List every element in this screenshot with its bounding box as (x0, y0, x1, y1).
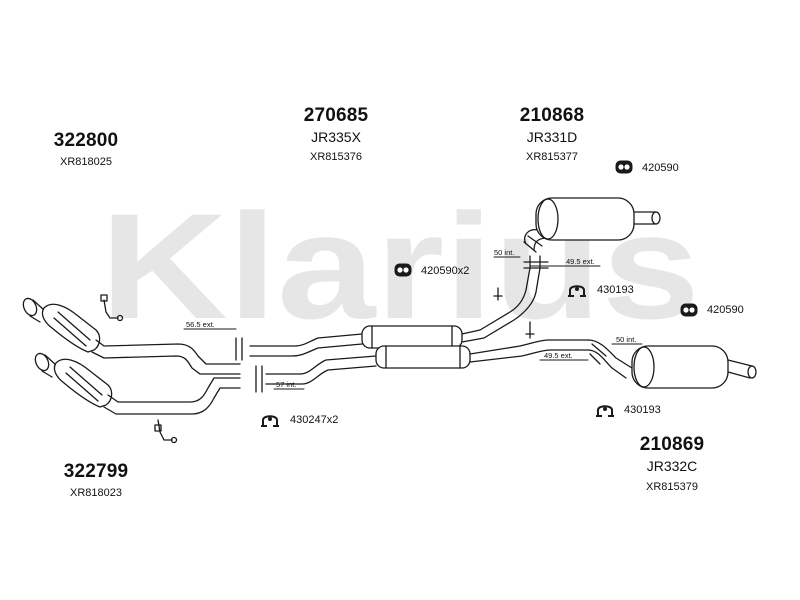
part-number-322799: 322799 (63, 461, 129, 482)
dimension-label-56-5-ext: 56.5 ext. (186, 320, 215, 329)
accessory-label-420590x2: 420590x2 (421, 265, 470, 277)
part-ref-270685: XR815376 (310, 151, 362, 163)
clamp-icon (261, 415, 279, 427)
part-ref-322800: XR818025 (60, 156, 112, 168)
part-ref-322799: XR818023 (70, 487, 122, 499)
clamp-icon (596, 405, 614, 417)
rubber-hanger-icon (394, 263, 412, 277)
rear-box-upper (523, 197, 661, 269)
accessory-label-430247x2: 430247x2 (290, 414, 339, 426)
part-ref-210868: XR815377 (526, 151, 578, 163)
dimension-label-49-5-ext-upper: 49.5 ext. (566, 257, 595, 266)
clamp-icon (568, 285, 586, 297)
front-right-catalyst-pipe (34, 352, 241, 444)
dimension-label-50-int-upper: 50 int. (494, 248, 515, 257)
centre-silencer-assembly (249, 267, 589, 385)
rubber-hanger-icon (615, 160, 633, 174)
accessory-label-430193-lower: 430193 (624, 404, 661, 416)
part-ref-210869: XR815379 (646, 481, 698, 493)
rear-box-lower (587, 339, 757, 389)
part-number-210869: 210869 (639, 434, 705, 455)
part-number-210868: 210868 (519, 105, 585, 126)
dimension-leaders (183, 256, 643, 390)
joint-marks-left (235, 337, 263, 393)
dimension-label-50-int-lower: 50 int. (616, 335, 637, 344)
part-number-322800: 322800 (53, 130, 119, 151)
rubber-hanger-icon (680, 303, 698, 317)
part-code-270685: JR335X (311, 129, 361, 145)
accessory-label-420590: 420590 (642, 162, 679, 174)
part-code-210868: JR331D (526, 129, 578, 145)
part-number-270685: 270685 (303, 105, 369, 126)
accessory-label-420590-lower: 420590 (707, 304, 744, 316)
dimension-label-57-int: 57 int. (276, 380, 297, 389)
front-left-catalyst-pipe (22, 294, 241, 375)
hanger-bracket (493, 287, 535, 339)
joint-marks-upper (523, 261, 549, 269)
part-code-210869: JR332C (646, 458, 698, 474)
dimension-label-49-5-ext-lower: 49.5 ext. (544, 351, 573, 360)
accessory-label-430193-upper: 430193 (597, 284, 634, 296)
